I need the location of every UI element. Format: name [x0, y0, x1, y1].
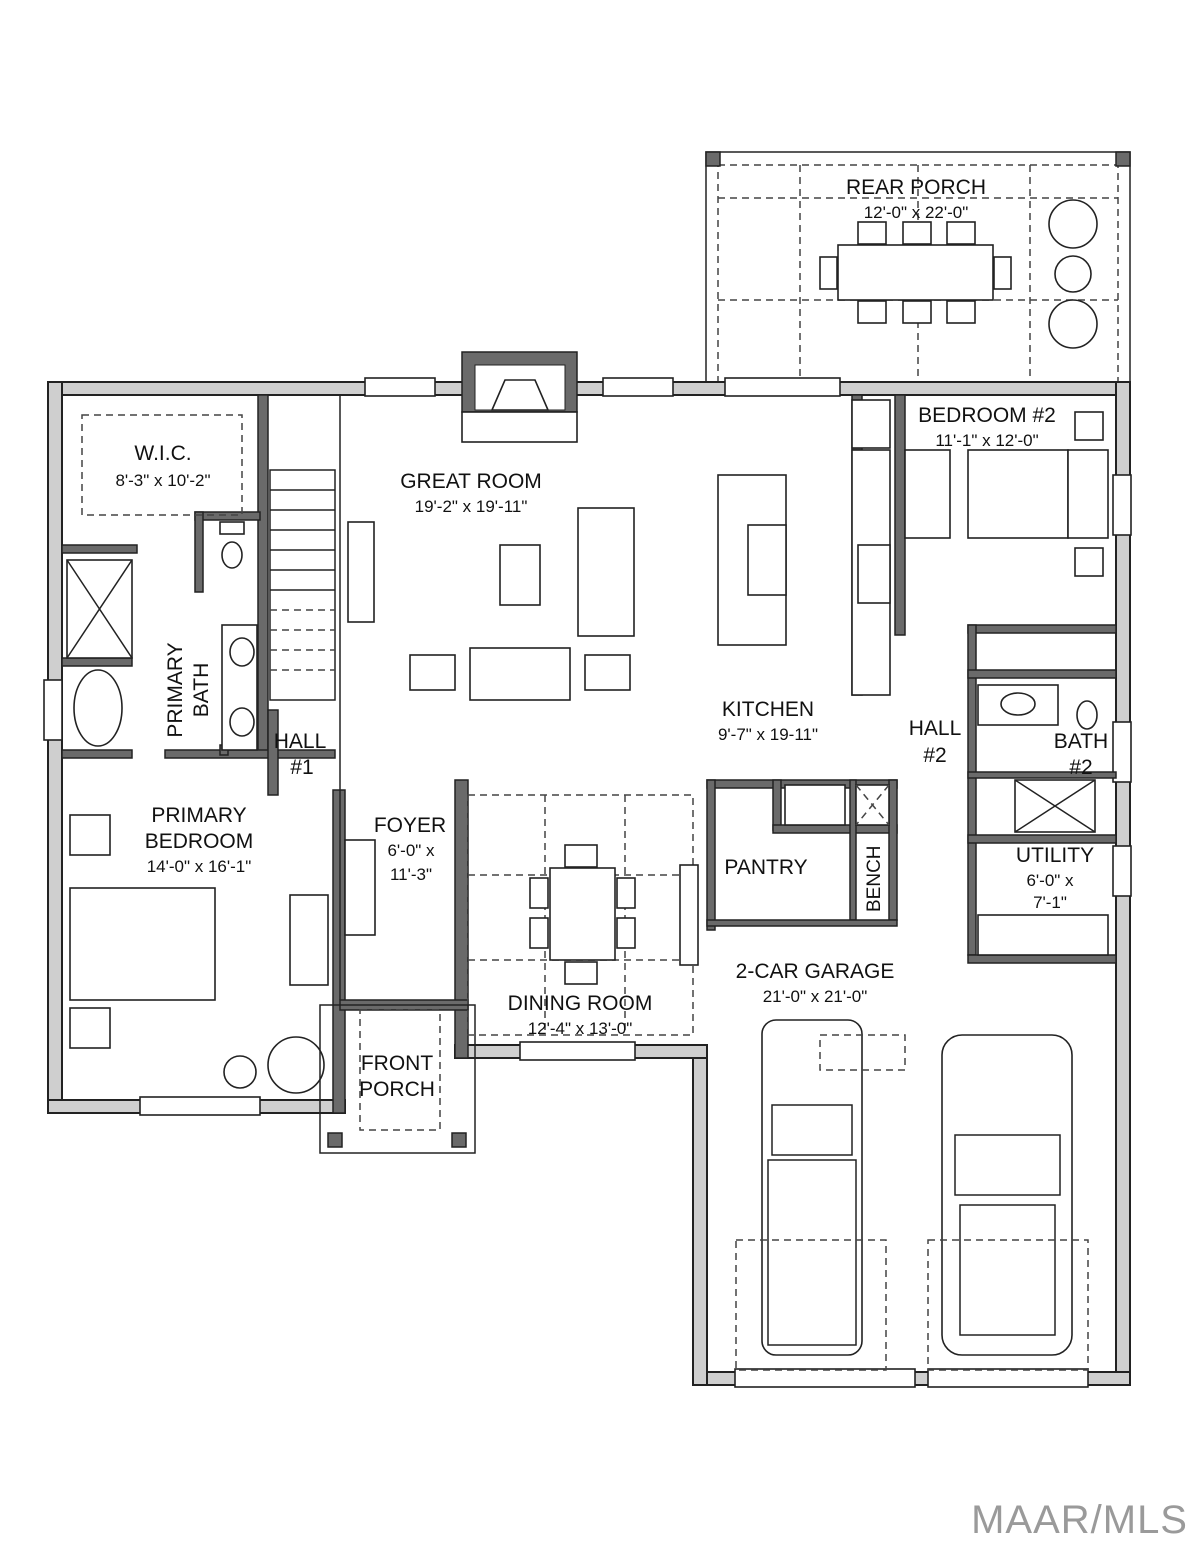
- bath2-label-1: BATH: [1054, 730, 1108, 753]
- exterior-walls: [43, 351, 1132, 1388]
- foyer-dims-2: 11'-3": [390, 865, 432, 884]
- hall2-label-1: HALL: [909, 717, 962, 740]
- great-room-label: GREAT ROOM: [400, 470, 542, 493]
- dining-room-label: DINING ROOM: [508, 992, 653, 1015]
- front-porch-label-1: FRONT: [361, 1052, 433, 1075]
- car-left: [761, 1019, 863, 1356]
- rear-porch-label: REAR PORCH: [846, 176, 986, 199]
- primary-bath-label-1: PRIMARY: [164, 642, 187, 737]
- foyer-label: FOYER: [374, 814, 446, 837]
- primary-bedroom-label-1: PRIMARY: [151, 804, 246, 827]
- primary-bedroom-dims: 14'-0" x 16'-1": [147, 857, 252, 876]
- pantry-label: PANTRY: [724, 856, 807, 879]
- wic-dims: 8'-3" x 10'-2": [115, 471, 210, 490]
- garage-dims: 21'-0" x 21'-0": [763, 987, 868, 1006]
- rear-porch-dims: 12'-0" x 22'-0": [864, 203, 969, 222]
- hall2-label-2: #2: [923, 744, 946, 767]
- rear-porch-area: [705, 151, 1131, 385]
- front-porch-label-2: PORCH: [359, 1078, 435, 1101]
- kitchen-label: KITCHEN: [722, 698, 814, 721]
- furniture: [66, 399, 1109, 1371]
- porch-dining-table: [819, 221, 1012, 324]
- garage-label: 2-CAR GARAGE: [736, 960, 895, 983]
- bedroom2-dims: 11'-1" x 12'-0": [935, 431, 1038, 450]
- car-right: [941, 1034, 1073, 1356]
- hall1-label-1: HALL: [274, 730, 327, 753]
- porch-chair: [1048, 199, 1098, 249]
- porch-chair: [1048, 299, 1098, 349]
- kitchen-dims: 9'-7" x 19-11": [718, 725, 818, 744]
- utility-label: UTILITY: [1016, 844, 1094, 867]
- staircase: [269, 395, 341, 1000]
- hall1-label-2: #1: [290, 756, 313, 779]
- porch-side-table: [1054, 255, 1092, 293]
- dining-room-dims: 12'-4" x 13'-0": [528, 1019, 633, 1038]
- wic-label: W.I.C.: [134, 442, 191, 465]
- utility-dims-1: 6'-0" x: [1026, 871, 1074, 890]
- foyer-dims-1: 6'-0" x: [387, 841, 435, 860]
- watermark-logo: MAAR/MLS: [971, 1498, 1188, 1542]
- bench-label: BENCH: [864, 845, 885, 912]
- primary-bath-label-2: BATH: [190, 663, 213, 717]
- bath2-label-2: #2: [1069, 756, 1092, 779]
- utility-dims-2: 7'-1": [1033, 893, 1067, 912]
- room-labels: REAR PORCH 12'-0" x 22'-0" BEDROOM #2 11…: [115, 176, 1108, 1101]
- great-room-dims: 19'-2" x 19'-11": [415, 497, 528, 516]
- bedroom2-label: BEDROOM #2: [918, 404, 1056, 427]
- primary-bedroom-label-2: BEDROOM: [145, 830, 254, 853]
